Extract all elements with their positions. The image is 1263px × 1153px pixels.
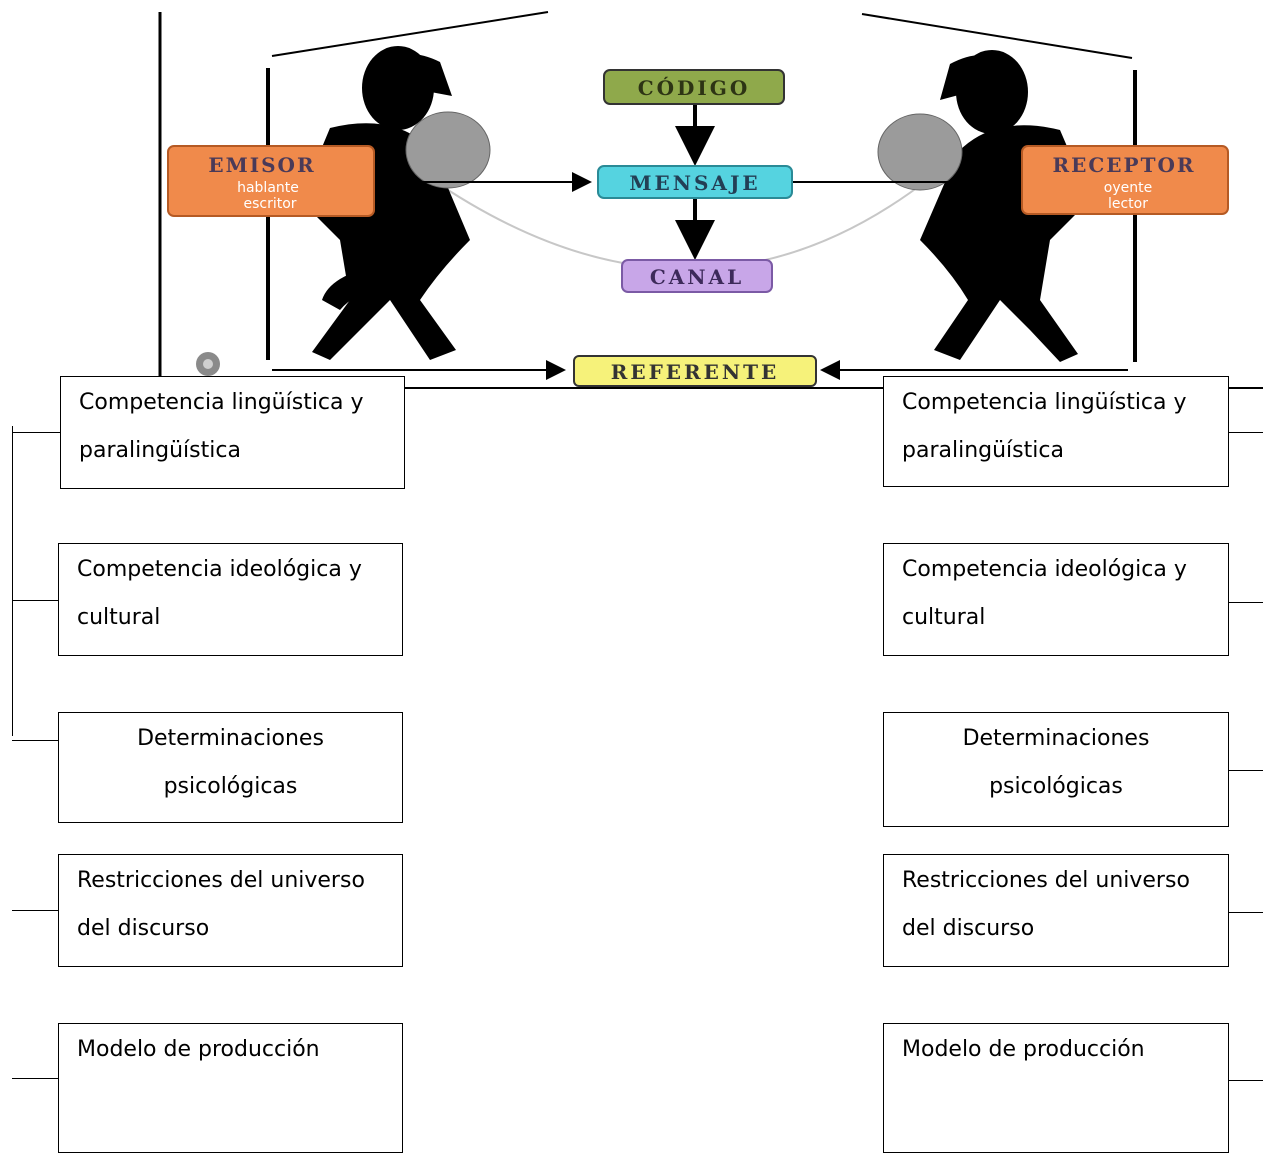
box-line: psicológicas xyxy=(989,774,1123,799)
left-box-modelo-produccion: Modelo de producción xyxy=(58,1023,403,1153)
mensaje-label: MENSAJE xyxy=(629,171,760,195)
box-line: cultural xyxy=(77,605,161,630)
camera-icon xyxy=(196,352,220,376)
box-line: Competencia ideológica y xyxy=(902,557,1187,582)
box-line: Restricciones del universo xyxy=(902,868,1190,893)
box-line: paralingüística xyxy=(902,438,1064,463)
left-box-competencia-linguistica: Competencia lingüística y paralingüístic… xyxy=(60,376,405,489)
emisor-box: EMISOR hablante escritor xyxy=(167,145,375,217)
box-line: del discurso xyxy=(77,916,210,941)
box-line: Competencia lingüística y xyxy=(902,390,1187,415)
box-line: Competencia lingüística y xyxy=(79,390,364,415)
left-box-competencia-ideologica: Competencia ideológica y cultural xyxy=(58,543,403,656)
right-connector-1 xyxy=(1228,432,1263,433)
left-connector-3 xyxy=(12,740,58,741)
mensaje-box: MENSAJE xyxy=(597,165,793,199)
emisor-line2: escritor xyxy=(243,196,296,212)
emisor-line1: hablante xyxy=(237,180,299,196)
roof-left-line xyxy=(271,11,549,57)
right-box-determinaciones: Determinaciones psicológicas xyxy=(883,712,1229,827)
codigo-label: CÓDIGO xyxy=(638,75,751,100)
left-bracket-line xyxy=(12,426,13,736)
left-connector-5 xyxy=(12,1078,58,1079)
codigo-box: CÓDIGO xyxy=(603,69,785,105)
box-line: Restricciones del universo xyxy=(77,868,365,893)
canal-label: CANAL xyxy=(650,265,744,289)
left-box-determinaciones: Determinaciones psicológicas xyxy=(58,712,403,823)
right-connector-5 xyxy=(1228,1080,1263,1081)
emisor-hand xyxy=(405,111,491,189)
right-box-restricciones: Restricciones del universo del discurso xyxy=(883,854,1229,967)
right-box-competencia-ideologica: Competencia ideológica y cultural xyxy=(883,543,1229,656)
left-box-restricciones: Restricciones del universo del discurso xyxy=(58,854,403,967)
referente-label: REFERENTE xyxy=(611,360,780,384)
right-connector-2 xyxy=(1228,602,1263,603)
right-connector-3 xyxy=(1228,770,1263,771)
left-connector-1 xyxy=(12,432,60,433)
box-line: Determinaciones xyxy=(962,726,1150,751)
receptor-line1: oyente xyxy=(1104,180,1152,196)
box-line: psicológicas xyxy=(163,774,298,799)
roof-right-line xyxy=(861,13,1133,59)
box-line: Modelo de producción xyxy=(77,1037,320,1062)
receptor-hand xyxy=(877,113,963,191)
emisor-title: EMISOR xyxy=(208,153,315,177)
receptor-title: RECEPTOR xyxy=(1053,153,1196,177)
receptor-line2: lector xyxy=(1108,196,1148,212)
box-line: Modelo de producción xyxy=(902,1037,1145,1062)
right-box-modelo-produccion: Modelo de producción xyxy=(883,1023,1229,1153)
left-connector-2 xyxy=(12,600,58,601)
box-line: paralingüística xyxy=(79,438,241,463)
box-line: Competencia ideológica y xyxy=(77,557,362,582)
right-box-competencia-linguistica: Competencia lingüística y paralingüístic… xyxy=(883,376,1229,487)
canal-box: CANAL xyxy=(621,259,773,293)
referente-box: REFERENTE xyxy=(573,355,817,387)
box-line: del discurso xyxy=(902,916,1035,941)
box-line: Determinaciones xyxy=(137,726,324,751)
communication-diagram: CÓDIGO MENSAJE CANAL REFERENTE EMISOR ha… xyxy=(158,11,1263,389)
right-connector-4 xyxy=(1228,912,1263,913)
box-line: cultural xyxy=(902,605,986,630)
left-connector-4 xyxy=(12,910,58,911)
receptor-box: RECEPTOR oyente lector xyxy=(1021,145,1229,215)
